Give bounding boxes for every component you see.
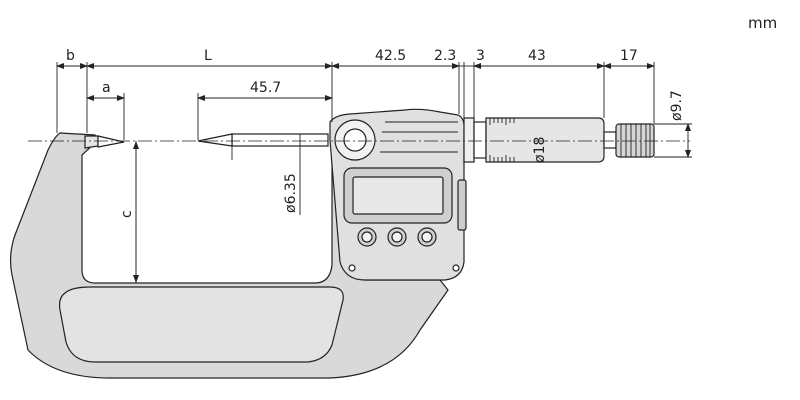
button-hold-inner — [421, 231, 433, 243]
spindle-lock-inner — [343, 128, 367, 152]
screw — [348, 264, 356, 272]
data-port — [457, 179, 467, 231]
ratchet-neck — [603, 131, 617, 149]
thimble-graduations — [489, 118, 515, 162]
dim-label-dia6-35: ø6.35 — [283, 173, 299, 213]
dim-label-3: 3 — [476, 48, 485, 64]
unit-label: mm — [748, 14, 777, 32]
dim-label-a: a — [102, 80, 111, 96]
dim-label-dia9-7: ø9.7 — [669, 90, 685, 121]
dim-label-dia18: ø18 — [532, 137, 548, 163]
ratchet[interactable] — [615, 123, 655, 158]
ratchet-knurl — [620, 124, 651, 157]
lcd-screen — [352, 176, 444, 215]
thimble — [485, 117, 605, 163]
anvil — [84, 135, 99, 149]
dim-label-42-5: 42.5 — [375, 48, 406, 64]
anvil-tip — [97, 135, 125, 148]
dim-label-L: L — [204, 48, 212, 64]
dim-label-c: c — [119, 210, 135, 218]
dim-label-45-7: 45.7 — [250, 80, 281, 96]
button-zero-inner — [391, 231, 403, 243]
dim-label-b: b — [66, 48, 75, 64]
frame-nameplate — [58, 286, 344, 363]
dim-label-17: 17 — [620, 48, 638, 64]
dim-label-43: 43 — [528, 48, 546, 64]
sleeve — [463, 117, 475, 163]
sleeve-barrel — [473, 121, 487, 159]
spindle-tip — [197, 133, 233, 147]
screw — [452, 264, 460, 272]
dim-label-2-3: 2.3 — [434, 48, 456, 64]
spindle — [231, 133, 329, 147]
button-origin-inner — [361, 231, 373, 243]
